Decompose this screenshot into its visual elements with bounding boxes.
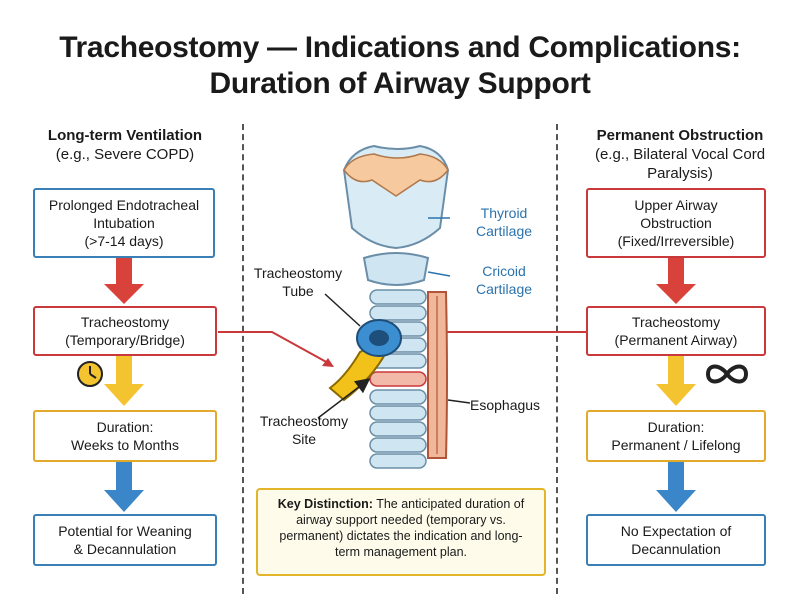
clock-icon	[77, 361, 103, 387]
cricoid-cartilage-shape	[362, 252, 430, 286]
page-title: Tracheostomy — Indications and Complicat…	[0, 30, 800, 102]
left-arrow-red	[104, 258, 144, 304]
tube-label-line2: Tube	[282, 283, 314, 299]
thyroid-label-line2: Cartilage	[475, 223, 533, 239]
left-connector-arrow	[218, 331, 334, 367]
trachea-rings	[369, 289, 427, 469]
right-box4-line2: Decannulation	[631, 541, 721, 557]
title-line-2: Duration of Airway Support	[209, 67, 591, 100]
right-heading: Permanent Obstruction	[596, 127, 764, 144]
left-box-intubation: Prolonged Endotracheal Intubation (>7-14…	[33, 188, 215, 258]
tracheostomy-tube-shape	[328, 319, 402, 402]
right-arrow-blue	[656, 462, 696, 512]
right-arrow-red	[656, 258, 696, 304]
right-subheading-2: Paralysis)	[647, 165, 713, 182]
left-box2-line1: Tracheostomy	[80, 314, 170, 330]
tube-label-line1: Tracheostomy	[253, 265, 343, 281]
cricoid-label-line1: Cricoid	[482, 263, 526, 279]
left-box4-line1: Potential for Weaning	[58, 523, 192, 539]
left-box-tracheostomy: Tracheostomy (Temporary/Bridge)	[33, 306, 217, 356]
thyroid-cartilage-shape	[342, 144, 450, 250]
left-box1-line2: Intubation	[93, 215, 155, 231]
esophagus-label: Esophagus	[470, 397, 541, 413]
site-label-line1: Tracheostomy	[259, 413, 349, 429]
right-box1-line3: (Fixed/Irreversible)	[617, 233, 735, 249]
infinity-icon	[705, 364, 749, 384]
cricoid-cartilage-label: Cricoid Cartilage	[462, 262, 546, 298]
tracheostomy-site-label: Tracheostomy Site	[250, 412, 358, 448]
right-box-duration: Duration: Permanent / Lifelong	[586, 410, 766, 462]
right-column-heading: Permanent Obstruction (e.g., Bilateral V…	[570, 126, 790, 183]
right-box4-line1: No Expectation of	[620, 523, 732, 539]
left-box-duration: Duration: Weeks to Months	[33, 410, 217, 462]
right-box1-line1: Upper Airway	[634, 197, 718, 213]
thyroid-cartilage-label: Thyroid Cartilage	[462, 204, 546, 240]
left-box3-line2: Weeks to Months	[71, 437, 179, 453]
right-box-tracheostomy: Tracheostomy (Permanent Airway)	[586, 306, 766, 356]
right-box2-line2: (Permanent Airway)	[614, 332, 738, 348]
right-box3-line2: Permanent / Lifelong	[611, 437, 741, 453]
label-pointers	[317, 217, 471, 419]
left-arrow-yellow	[104, 356, 144, 406]
esophagus-shape	[427, 291, 448, 459]
left-heading: Long-term Ventilation	[47, 127, 203, 144]
left-box1-line1: Prolonged Endotracheal	[48, 197, 200, 213]
right-box3-line1: Duration:	[647, 419, 705, 435]
title-line-1: Tracheostomy — Indications and Complicat…	[59, 31, 741, 64]
divider-left	[242, 124, 244, 594]
divider-right	[556, 124, 558, 594]
left-box2-line2: (Temporary/Bridge)	[65, 332, 185, 348]
cricoid-label-line2: Cartilage	[475, 281, 533, 297]
tracheostomy-tube-label: Tracheostomy Tube	[244, 264, 352, 300]
right-arrow-yellow	[656, 356, 696, 406]
left-box1-line3: (>7-14 days)	[84, 233, 164, 249]
thyroid-label-line1: Thyroid	[480, 205, 528, 221]
left-subheading: (e.g., Severe COPD)	[55, 146, 195, 163]
left-box3-line1: Duration:	[96, 419, 154, 435]
right-box-obstruction: Upper Airway Obstruction (Fixed/Irrevers…	[586, 188, 766, 258]
left-arrow-blue	[104, 462, 144, 512]
right-box1-line2: Obstruction	[640, 215, 712, 231]
right-connector-arrow	[430, 326, 588, 338]
key-distinction-title: Key Distinction:	[277, 497, 373, 511]
key-distinction-text: The anticipated duration of airway suppo…	[279, 497, 525, 559]
right-box-outcome: No Expectation of Decannulation	[586, 514, 766, 566]
right-subheading-1: (e.g., Bilateral Vocal Cord	[594, 146, 766, 163]
right-box2-line1: Tracheostomy	[631, 314, 721, 330]
left-box-outcome: Potential for Weaning & Decannulation	[33, 514, 217, 566]
site-label-line2: Site	[291, 431, 317, 447]
key-distinction-box: Key Distinction: The anticipated duratio…	[256, 488, 546, 576]
left-column-heading: Long-term Ventilation (e.g., Severe COPD…	[20, 126, 230, 164]
left-box4-line2: & Decannulation	[73, 541, 177, 557]
